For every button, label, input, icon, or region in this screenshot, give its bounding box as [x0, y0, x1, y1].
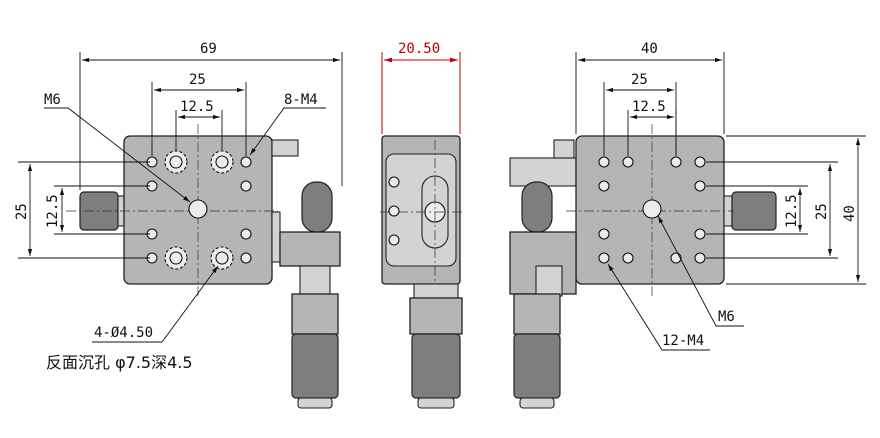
- dim-vertical-40: 40: [842, 205, 858, 222]
- bracket-left: [509, 157, 577, 187]
- dim-thickness: 20.50: [398, 41, 440, 57]
- dim-span-right: 25: [631, 72, 648, 88]
- m6-hole-left: [188, 199, 208, 219]
- side-block: [271, 211, 281, 263]
- label-4-holes: 4-Ø4.50: [94, 325, 153, 341]
- middle-view: 20.50: [380, 41, 463, 409]
- dim-vertical-12-5: 12.5: [45, 194, 61, 228]
- dim-vertical-25-right: 25: [814, 203, 830, 220]
- micrometer-right: [509, 181, 577, 409]
- dim-hole-span: 25: [189, 72, 206, 88]
- label-counterbore-note: 反面沉孔 φ7.5深4.5: [46, 353, 193, 372]
- bracket-top: [271, 139, 299, 157]
- micrometer-left: [279, 181, 341, 409]
- m6-hole-right: [642, 199, 662, 219]
- label-8-m4: 8-M4: [284, 92, 318, 108]
- knob-right: [731, 191, 777, 231]
- dim-vertical-25: 25: [14, 203, 30, 220]
- right-view: 40 25 12.5 40 25 12.5 M6 12-M4: [509, 41, 866, 409]
- m4-holes-right: [598, 156, 706, 264]
- dim-width-right: 40: [641, 41, 658, 57]
- dim-half-span: 12.5: [180, 99, 214, 115]
- counterbore-holes-left: [164, 150, 234, 270]
- label-m6-left: M6: [44, 92, 61, 108]
- m4-holes-left: [146, 156, 252, 264]
- dim-half-right: 12.5: [632, 99, 666, 115]
- dim-vertical-12-5-right: 12.5: [784, 194, 800, 228]
- left-view: 69 25 12.5 25 12.5 M6 8-M4 4-Ø4.50 反面沉孔 …: [14, 41, 343, 409]
- micrometer-middle: [409, 283, 463, 409]
- label-m6-right: M6: [718, 309, 735, 325]
- label-12-m4: 12-M4: [662, 333, 704, 349]
- dim-width-total: 69: [200, 41, 217, 57]
- bracket-tab: [553, 139, 575, 159]
